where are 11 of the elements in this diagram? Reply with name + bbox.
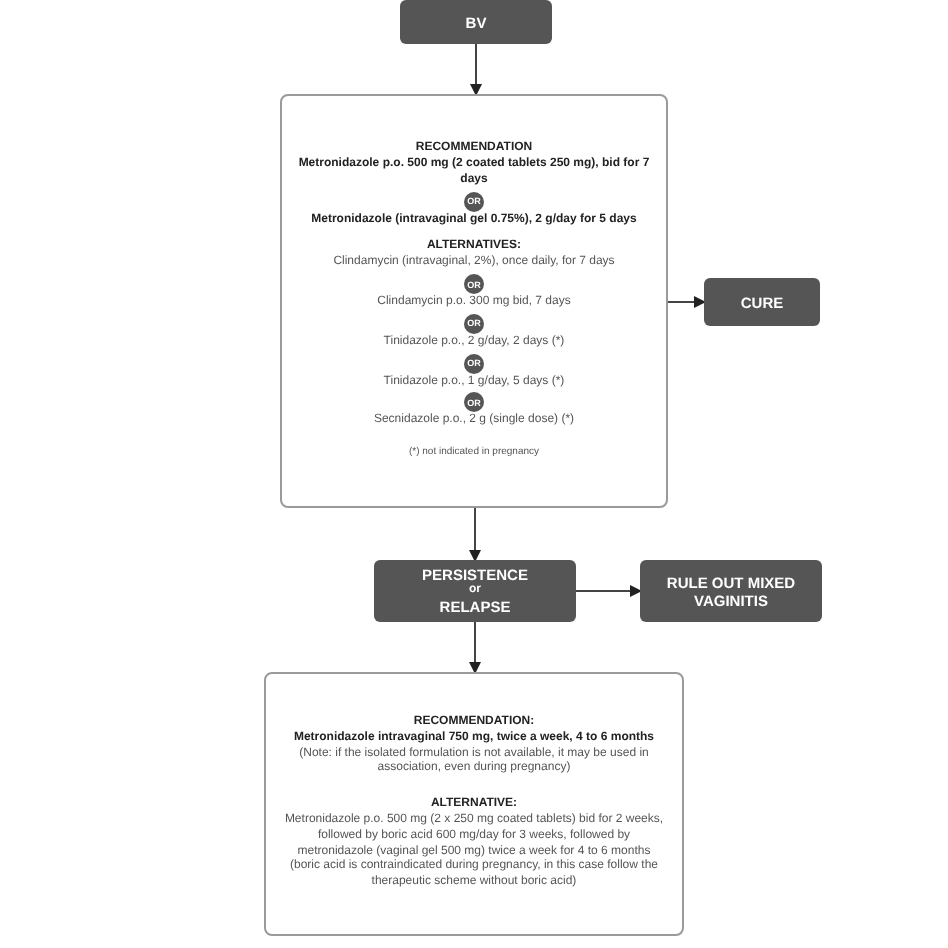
step-box (400, 0, 552, 44)
treatment-panel (264, 672, 684, 936)
arrow (469, 621, 481, 674)
step-box (704, 278, 820, 326)
arrow (470, 43, 482, 96)
arrow (469, 507, 481, 562)
arrow (575, 585, 642, 597)
step-box (374, 560, 576, 622)
arrow (667, 296, 706, 308)
step-box (640, 560, 822, 622)
treatment-panel (280, 94, 668, 508)
